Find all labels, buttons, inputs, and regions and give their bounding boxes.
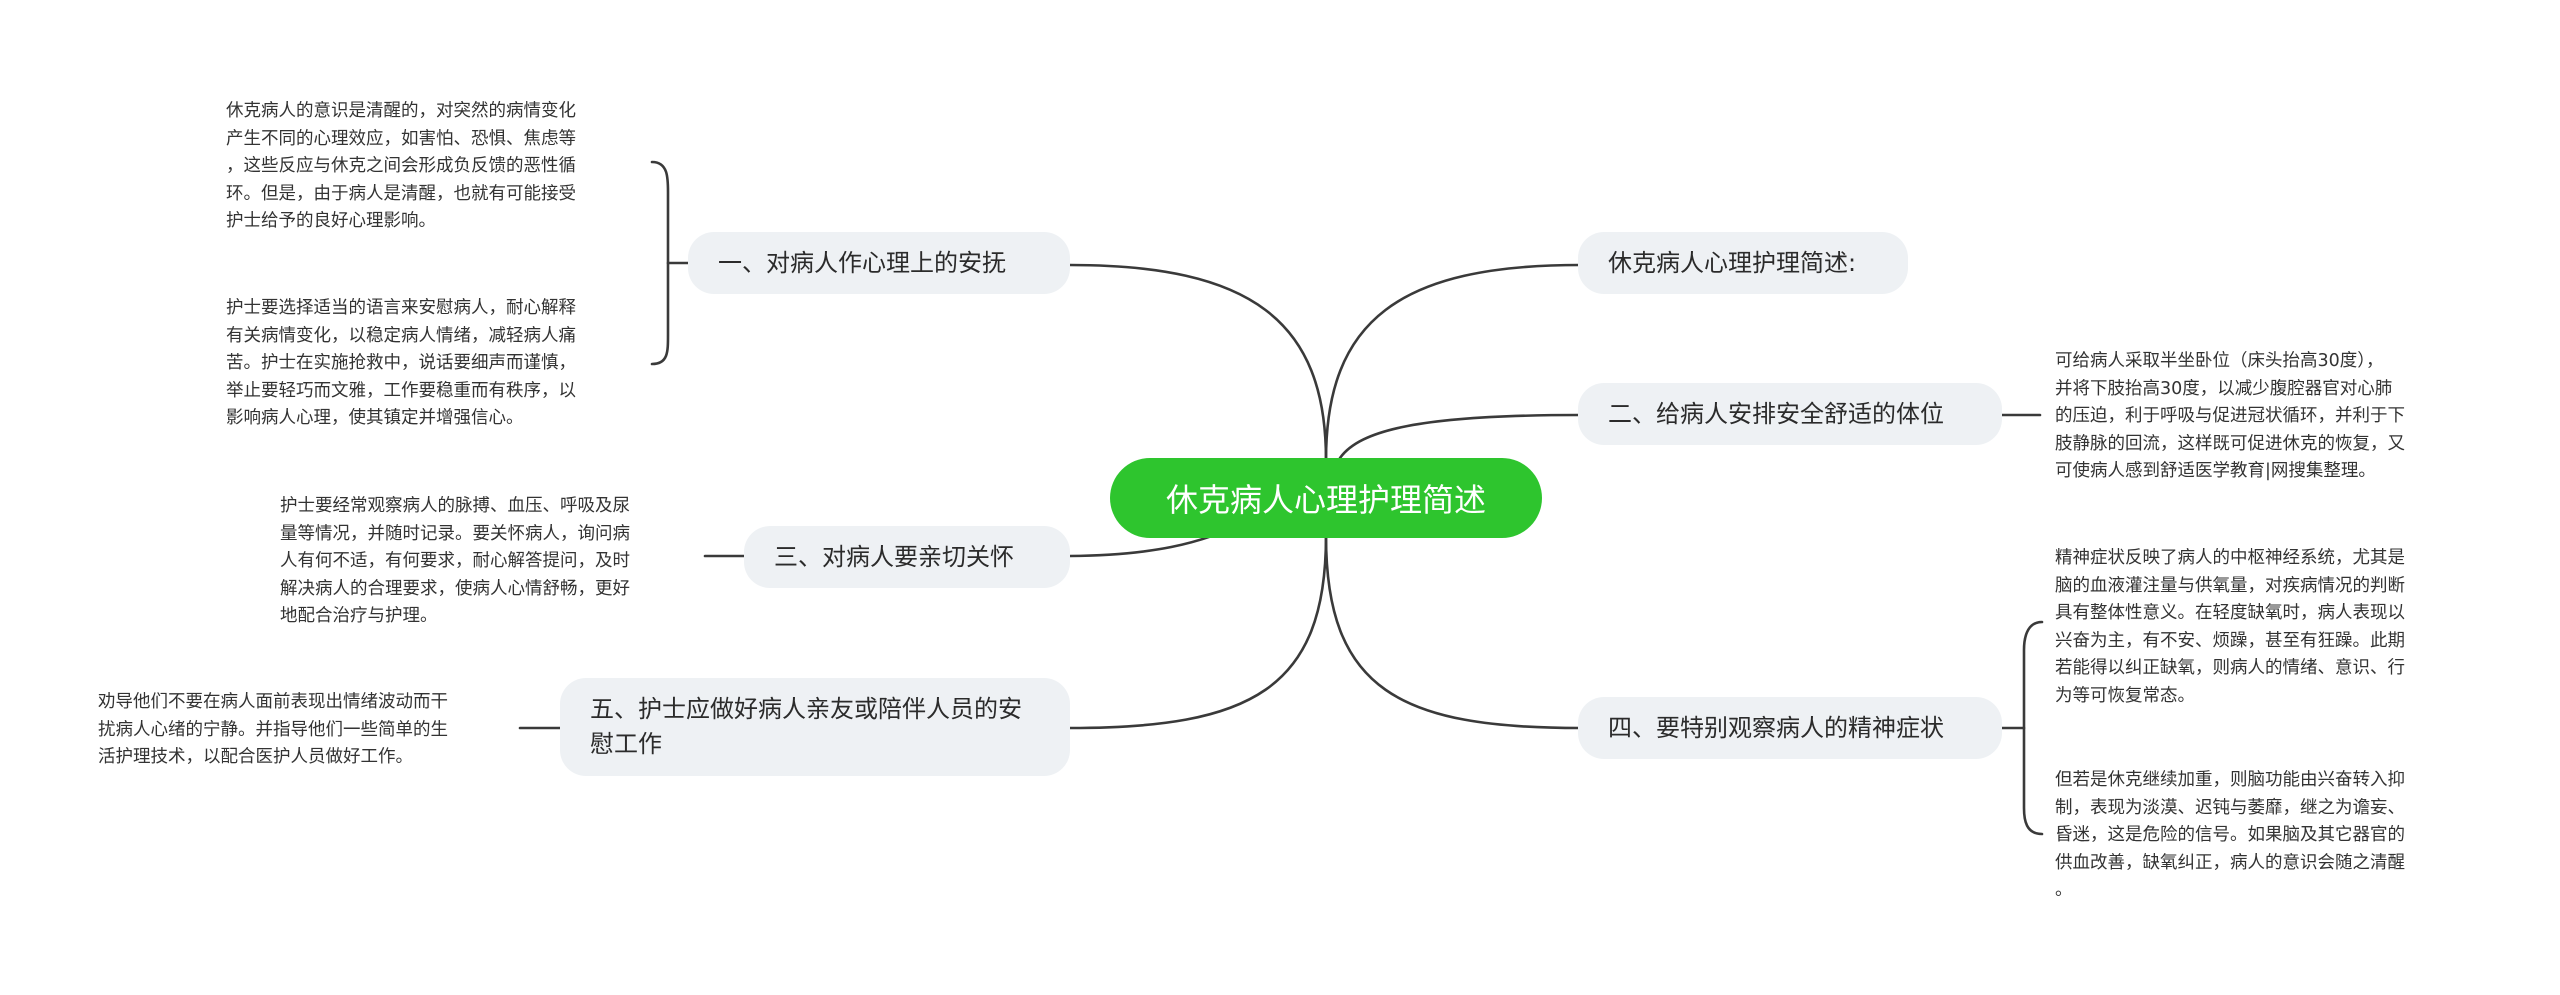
note-5: 劝导他们不要在病人面前表现出情绪波动而干 扰病人心绪的宁静。并指导他们一些简单的… — [98, 692, 448, 767]
note-1a: 休克病人的意识是清醒的，对突然的病情变化 产生不同的心理效应，如害怕、恐惧、焦虑… — [226, 101, 576, 231]
link-root-t1 — [1068, 263, 1328, 462]
bracket-t1 — [650, 160, 670, 366]
note-1b: 护士要选择适当的语言来安慰病人，耐心解释 有关病情变化，以稳定病人情绪，减轻病人… — [226, 298, 576, 428]
topic-4-mental[interactable]: 四、要特别观察病人的精神症状 — [1578, 697, 2002, 759]
root-topic[interactable]: 休克病人心理护理简述 — [1110, 458, 1542, 538]
topic-5-family[interactable]: 五、护士应做好病人亲友或陪伴人员的安慰工作 — [560, 678, 1070, 776]
topic-intro[interactable]: 休克病人心理护理简述: — [1578, 232, 1908, 294]
link-root-t2 — [1338, 413, 1582, 460]
bracket-t4 — [2022, 620, 2044, 836]
note-3: 护士要经常观察病人的脉搏、血压、呼吸及尿 量等情况，并随时记录。要关怀病人，询问… — [280, 496, 630, 626]
note-4b: 但若是休克继续加重，则脑功能由兴奋转入抑 制，表现为淡漠、迟钝与萎靡，继之为谵妄… — [2055, 770, 2405, 900]
topic-2-position[interactable]: 二、给病人安排安全舒适的体位 — [1578, 383, 2002, 445]
link-root-intro — [1324, 263, 1582, 462]
link-root-t4 — [1324, 534, 1582, 730]
note-4a: 精神症状反映了病人的中枢神经系统，尤其是 脑的血液灌注量与供氧量，对疾病情况的判… — [2055, 548, 2405, 706]
topic-1-comfort[interactable]: 一、对病人作心理上的安抚 — [688, 232, 1070, 294]
topic-3-care[interactable]: 三、对病人要亲切关怀 — [744, 526, 1070, 588]
link-root-t5 — [1068, 534, 1328, 730]
note-2: 可给病人采取半坐卧位（床头抬高30度）， 并将下肢抬高30度，以减少腹腔器官对心… — [2055, 351, 2405, 481]
